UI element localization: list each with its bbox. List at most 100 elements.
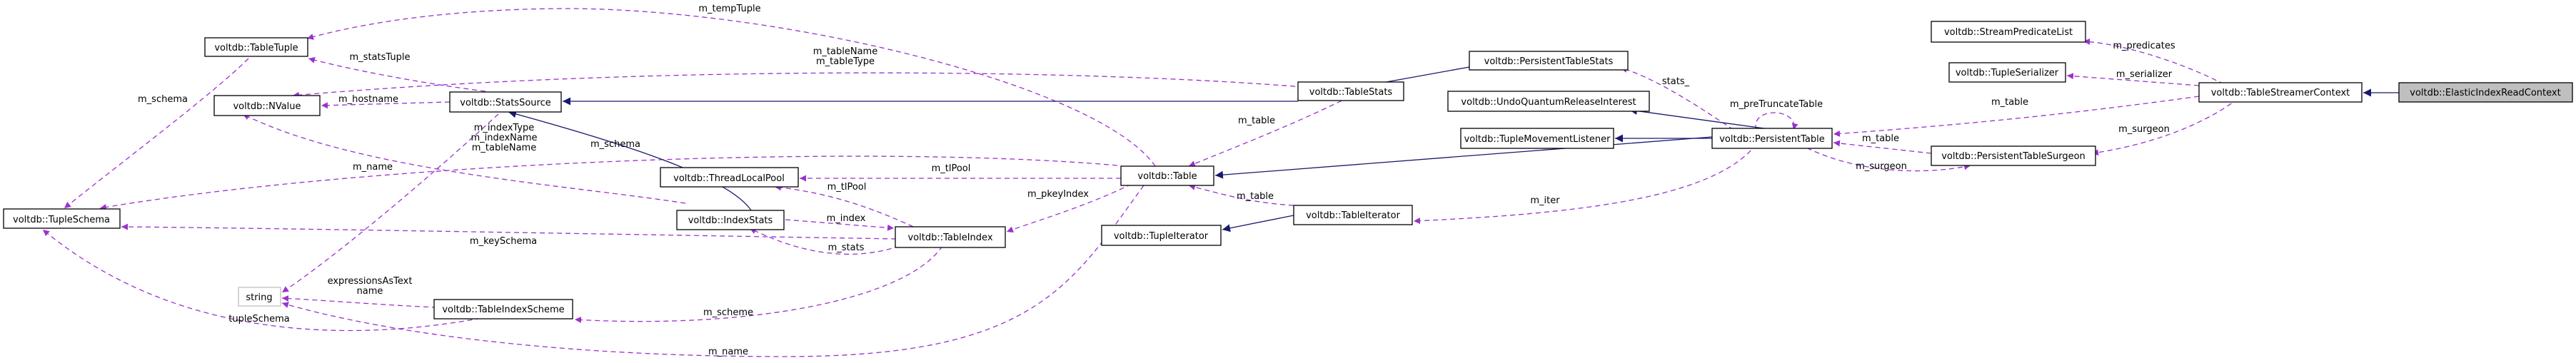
node-table-index-scheme[interactable]: voltdb::TableIndexScheme	[433, 299, 573, 319]
edge-name-string	[281, 113, 499, 293]
edge-hostname	[321, 101, 451, 109]
edge-pkey-index	[1006, 183, 1132, 233]
edge-inherit-indexstats	[508, 110, 754, 215]
edge-expressions-name	[281, 295, 438, 308]
node-table-tuple[interactable]: voltdb::TableTuple	[204, 37, 308, 57]
node-persistent-table-surgeon[interactable]: voltdb::PersistentTableSurgeon	[1931, 145, 2096, 166]
label-m-keyschema: m_keySchema	[470, 236, 537, 247]
svg-text:voltdb::IndexStats: voltdb::IndexStats	[688, 215, 773, 226]
label-m-scheme: m_scheme	[703, 307, 753, 318]
svg-text:voltdb::TupleSchema: voltdb::TupleSchema	[13, 215, 110, 225]
edge-label-line: m_tableType	[816, 56, 875, 67]
label-m-table-iter: m_table	[1237, 191, 1274, 202]
edge-inherit-table	[1214, 136, 1713, 179]
node-tuple-schema[interactable]: voltdb::TupleSchema	[3, 208, 121, 229]
node-string[interactable]: string	[238, 287, 281, 307]
label-m-temptuple: m_tempTuple	[698, 4, 760, 14]
edge-key-schema	[121, 223, 897, 240]
svg-text:voltdb::StreamPredicateList: voltdb::StreamPredicateList	[1944, 27, 2073, 38]
label-m-pkeyindex: m_pkeyIndex	[1027, 189, 1089, 200]
label-m-table-ctx: m_table	[1991, 97, 2028, 108]
edge-table-name-type	[292, 72, 1313, 98]
edge-predicates	[2083, 38, 2225, 85]
edge-stats-tuple	[308, 56, 486, 92]
node-index-stats[interactable]: voltdb::IndexStats	[676, 210, 785, 230]
node-tuple-movement-listener[interactable]: voltdb::TupleMovementListener	[1460, 128, 1614, 149]
node-persistent-table-stats[interactable]: voltdb::PersistentTableStats	[1469, 51, 1629, 71]
svg-text:voltdb::TableTuple: voltdb::TableTuple	[214, 43, 298, 53]
svg-text:voltdb::StatsSource: voltdb::StatsSource	[460, 98, 550, 108]
node-table-index[interactable]: voltdb::TableIndex	[895, 226, 1006, 248]
node-table[interactable]: voltdb::Table	[1120, 165, 1214, 186]
edge-surgeon-pt	[1798, 143, 1971, 172]
svg-text:voltdb::PersistentTableSurgeon: voltdb::PersistentTableSurgeon	[1941, 151, 2086, 162]
edge-label-line: m_tableName	[472, 143, 536, 153]
edge-label-line: name	[357, 286, 383, 297]
label-m-hostname: m_hostname	[338, 94, 398, 105]
node-undo-quantum-release-interest[interactable]: voltdb::UndoQuantumReleaseInterest	[1447, 91, 1650, 112]
edge-table-stats	[1188, 96, 1350, 167]
svg-text:string: string	[246, 292, 272, 303]
edge-tuple-schema	[42, 229, 490, 332]
label-m-surgeon-pt: m_surgeon	[1856, 161, 1907, 172]
node-tuple-iterator[interactable]: voltdb::TupleIterator	[1101, 225, 1222, 246]
label-tupleschema: tupleSchema	[228, 314, 289, 324]
node-tuple-serializer[interactable]: voltdb::TupleSerializer	[1948, 62, 2066, 83]
edge-table-ctx	[1833, 96, 2200, 137]
label-m-schema-tuple: m_schema	[138, 94, 188, 105]
label-m-predicates: m_predicates	[2113, 41, 2175, 51]
svg-text:voltdb::TupleSerializer: voltdb::TupleSerializer	[1956, 68, 2059, 78]
node-table-iterator[interactable]: voltdb::TableIterator	[1293, 205, 1413, 225]
svg-text:voltdb::PersistentTable: voltdb::PersistentTable	[1719, 134, 1825, 145]
edge-label-line: m_tableName	[813, 46, 877, 57]
edge-schema-tuple	[64, 58, 249, 209]
node-persistent-table[interactable]: voltdb::PersistentTable	[1711, 128, 1833, 149]
svg-text:voltdb::NValue: voltdb::NValue	[233, 101, 301, 112]
edge-stats-underscore	[1620, 66, 1734, 131]
node-elastic-index-read-context[interactable]: voltdb::ElasticIndexReadContext	[2398, 82, 2573, 103]
edge-table-iter	[1188, 184, 1294, 206]
label-m-statstuple: m_statsTuple	[350, 52, 411, 63]
label-m-schema-table: m_schema	[590, 139, 640, 150]
edge-schema-table	[99, 155, 1118, 210]
svg-text:voltdb::PersistentTableStats: voltdb::PersistentTableStats	[1484, 56, 1614, 67]
svg-text:voltdb::TableIndexScheme: voltdb::TableIndexScheme	[442, 305, 564, 315]
label-stats-underscore: stats_	[1662, 76, 1690, 87]
edge-pretruncate-table	[1755, 112, 1798, 131]
label-m-index: m_index	[827, 213, 866, 224]
edge-label-line: expressionsAsText	[328, 276, 413, 287]
label-m-table-stats: m_table	[1238, 116, 1275, 126]
edge-stats	[749, 227, 900, 255]
label-m-stats: m_stats	[828, 242, 865, 253]
node-table-streamer-context[interactable]: voltdb::TableStreamerContext	[2198, 82, 2363, 103]
node-stream-predicate-list[interactable]: voltdb::StreamPredicateList	[1931, 21, 2086, 43]
svg-text:voltdb::TableIndex: voltdb::TableIndex	[907, 232, 992, 243]
edge-index-type-group	[242, 113, 686, 204]
edge-tlpool-index	[774, 184, 922, 231]
edge-inherit-persistenttablestats	[1374, 61, 1486, 85]
edge-label-line: m_indexName	[471, 133, 537, 143]
label-m-serializer: m_serializer	[2116, 69, 2173, 80]
node-stats-source[interactable]: voltdb::StatsSource	[449, 91, 562, 113]
edge-inherit-undoquantum	[1629, 107, 1775, 131]
label-m-table-surgeon: m_table	[1862, 133, 1899, 144]
edge-serializer	[2066, 73, 2200, 86]
svg-text:voltdb::TableStats: voltdb::TableStats	[1309, 87, 1393, 98]
node-thread-local-pool[interactable]: voltdb::ThreadLocalPool	[660, 167, 799, 188]
edge-index	[785, 219, 895, 231]
edge-scheme	[574, 245, 943, 324]
label-m-surgeon-ctx: m_surgeon	[2118, 124, 2170, 135]
edge-name-table	[281, 185, 1144, 357]
svg-text:voltdb::Table: voltdb::Table	[1137, 171, 1197, 182]
node-nvalue[interactable]: voltdb::NValue	[213, 95, 321, 116]
label-m-iter: m_iter	[1530, 195, 1560, 206]
edge-inherit-tupleiterator	[1222, 215, 1294, 232]
svg-text:voltdb::TableStreamerContext: voltdb::TableStreamerContext	[2211, 88, 2350, 98]
svg-text:voltdb::ElasticIndexReadContex: voltdb::ElasticIndexReadContext	[2410, 88, 2560, 98]
svg-text:voltdb::TableIterator: voltdb::TableIterator	[1306, 210, 1401, 221]
node-table-stats[interactable]: voltdb::TableStats	[1297, 81, 1404, 101]
label-m-pretruncatetable: m_preTruncateTable	[1730, 99, 1823, 110]
label-m-name-table: m_name	[708, 347, 748, 357]
